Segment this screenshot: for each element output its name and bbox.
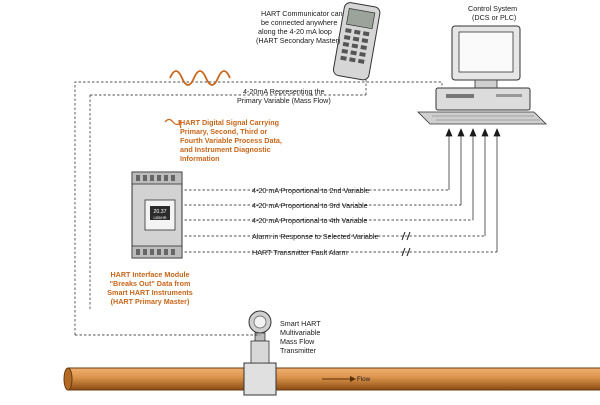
svg-text:HART Interface Module: HART Interface Module xyxy=(110,270,189,279)
svg-text:(HART Primary Master): (HART Primary Master) xyxy=(111,297,190,306)
output-labels: 4-20 mA Proportional to 2nd Variable 4-2… xyxy=(252,186,379,257)
analog-wave-icon xyxy=(169,70,231,86)
module-display-unit: LBS/HR xyxy=(154,216,167,220)
svg-text:Mass Flow: Mass Flow xyxy=(280,337,315,346)
digital-signal-label: HART Digital Signal Carrying Primary, Se… xyxy=(180,118,282,163)
relay-contact-icons xyxy=(401,231,411,257)
svg-text:4-20 mA Proportional to 2nd Va: 4-20 mA Proportional to 2nd Variable xyxy=(252,186,369,195)
output-lines xyxy=(180,189,497,253)
transmitter-icon xyxy=(248,310,272,364)
primary-variable-label: 4-20mA Representing the Primary Variable… xyxy=(237,87,331,105)
svg-text:be connected anywhere: be connected anywhere xyxy=(261,18,337,27)
svg-text:(HART Secondary Master): (HART Secondary Master) xyxy=(256,36,340,45)
flow-label: Flow xyxy=(357,376,371,383)
svg-text:Smart HART: Smart HART xyxy=(280,319,321,328)
control-system-label: Control System (DCS or PLC) xyxy=(468,4,517,22)
svg-text:"Breaks Out" Data from: "Breaks Out" Data from xyxy=(110,279,191,288)
svg-text:and Instrument Diagnostic: and Instrument Diagnostic xyxy=(180,145,271,154)
svg-text:Transmitter: Transmitter xyxy=(280,346,317,355)
svg-text:along the 4-20 mA loop: along the 4-20 mA loop xyxy=(258,27,332,36)
svg-text:Smart HART Instruments: Smart HART Instruments xyxy=(107,288,192,297)
input-arrows xyxy=(445,128,501,252)
svg-text:Alarm in Response to Selected: Alarm in Response to Selected Variable xyxy=(252,232,379,241)
svg-text:4-20mA Representing the: 4-20mA Representing the xyxy=(243,87,325,96)
interface-module-label: HART Interface Module "Breaks Out" Data … xyxy=(107,270,192,306)
svg-text:HART Digital Signal Carrying: HART Digital Signal Carrying xyxy=(180,118,279,127)
interface-module-icon xyxy=(131,171,183,259)
svg-text:Primary Variable (Mass Flow): Primary Variable (Mass Flow) xyxy=(237,96,331,105)
svg-text:Multivariable: Multivariable xyxy=(280,328,320,337)
digital-signal-wave-icon xyxy=(164,118,182,129)
flow-arrow xyxy=(322,376,356,382)
svg-text:Fourth Variable Process Data,: Fourth Variable Process Data, xyxy=(180,136,282,145)
svg-text:HART Communicator can: HART Communicator can xyxy=(261,9,343,18)
svg-text:4-20 mA Proportional to 3rd Va: 4-20 mA Proportional to 3rd Variable xyxy=(252,201,368,210)
svg-text:Information: Information xyxy=(180,154,220,163)
svg-text:(DCS or PLC): (DCS or PLC) xyxy=(472,13,516,22)
svg-text:Control System: Control System xyxy=(468,4,517,13)
svg-text:4-20 mA Proportional to 4th Va: 4-20 mA Proportional to 4th Variable xyxy=(252,216,367,225)
transmitter-label: Smart HART Multivariable Mass Flow Trans… xyxy=(280,319,321,355)
module-display-value: 20.37 xyxy=(154,209,167,215)
hart-communicator-icon xyxy=(332,2,381,81)
svg-text:HART Transmitter Fault Alarm: HART Transmitter Fault Alarm xyxy=(252,248,348,257)
computer-icon xyxy=(417,25,547,125)
svg-text:Primary, Second, Third or: Primary, Second, Third or xyxy=(180,127,268,136)
communicator-note: HART Communicator can be connected anywh… xyxy=(256,9,343,45)
